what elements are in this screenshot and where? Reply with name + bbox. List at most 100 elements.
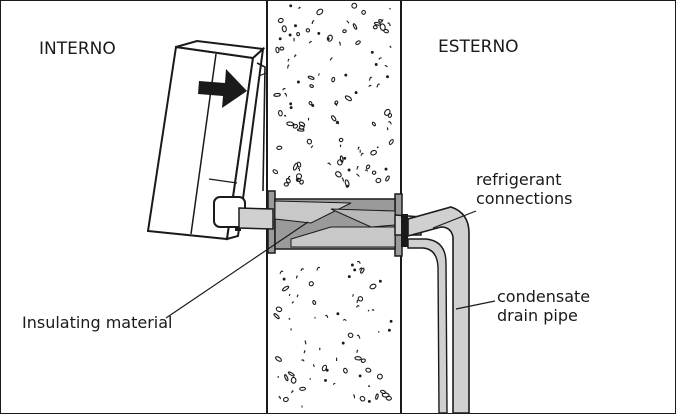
- aggregate-speck: [355, 40, 361, 46]
- aggregate-speck: [312, 300, 317, 305]
- label-refrigerant-connections: refrigerant connections: [476, 170, 573, 208]
- aggregate-speck: [339, 144, 342, 148]
- aggregate-speck: [359, 395, 366, 402]
- aggregate-speck: [379, 23, 386, 31]
- aggregate-speck: [279, 46, 285, 51]
- aggregate-speck: [387, 328, 391, 332]
- aggregate-speck: [276, 145, 283, 150]
- aggregate-speck: [294, 54, 297, 58]
- aggregate-speck: [365, 169, 369, 172]
- leader-refrigerant: [432, 210, 477, 229]
- aggregate-speck: [298, 6, 301, 10]
- aggregate-speck: [279, 270, 284, 274]
- aggregate-speck: [355, 305, 360, 308]
- aggregate-speck: [376, 373, 383, 380]
- aggregate-speck: [308, 281, 314, 287]
- aggregate-speck: [386, 75, 389, 79]
- aggregate-speck: [277, 375, 280, 378]
- aggregate-speck: [295, 275, 298, 279]
- aggregate-speck: [275, 356, 282, 362]
- aggregate-speck: [282, 396, 289, 403]
- aggregate-speck: [308, 40, 312, 44]
- aggregate-speck: [297, 167, 301, 172]
- aggregate-speck: [342, 29, 347, 34]
- arrow-right-icon: [198, 69, 247, 108]
- aggregate-speck: [300, 268, 305, 272]
- aggregate-speck: [287, 64, 290, 69]
- aggregate-speck: [306, 138, 313, 145]
- aggregate-speck: [346, 20, 350, 24]
- aggregate-speck: [385, 175, 390, 182]
- aggregate-speck: [384, 167, 388, 171]
- aggregate-speck: [388, 121, 392, 125]
- aggregate-speck: [371, 170, 377, 175]
- aggregate-speck: [284, 92, 288, 97]
- aggregate-speck: [356, 260, 361, 264]
- aggregate-speck: [288, 33, 292, 37]
- aggregate-speck: [289, 102, 293, 106]
- aggregate-speck: [344, 95, 353, 102]
- aggregate-speck: [289, 106, 293, 110]
- aggregate-speck: [367, 309, 370, 312]
- aggregate-speck: [375, 393, 379, 400]
- aggregate-speck: [384, 65, 388, 68]
- aggregate-speck: [309, 84, 314, 88]
- aggregate-speck: [371, 309, 375, 311]
- aggregate-speck: [291, 390, 294, 394]
- aggregate-speck: [341, 177, 345, 182]
- aggregate-speck: [352, 394, 356, 399]
- aggregate-speck: [344, 179, 350, 188]
- wall-sleeve: [238, 190, 422, 257]
- indoor-unit-clip: [235, 227, 241, 231]
- aggregate-speck: [298, 124, 305, 130]
- aggregate-speck: [335, 171, 342, 178]
- aggregate-speck: [292, 123, 299, 129]
- label-condensate-line-2: drain pipe: [497, 306, 578, 325]
- aggregate-speck: [282, 87, 286, 91]
- aggregate-speck: [289, 4, 293, 8]
- condensate-drain-pipe: [407, 238, 448, 413]
- aggregate-speck: [354, 91, 358, 95]
- aggregate-speck: [273, 313, 280, 320]
- aggregate-speck: [370, 50, 374, 54]
- aggregate-speck: [347, 275, 351, 279]
- aggregate-speck: [365, 164, 371, 170]
- aggregate-speck: [376, 146, 379, 149]
- label-refrigerant-line-1: refrigerant: [476, 170, 562, 189]
- aggregate-speck: [275, 306, 283, 313]
- aggregate-speck: [317, 31, 321, 35]
- aggregate-speck: [376, 83, 381, 88]
- aggregate-speck: [338, 41, 341, 46]
- aggregate-speck: [287, 58, 290, 62]
- aggregate-speck: [342, 318, 347, 322]
- aggregate-speck: [296, 161, 302, 168]
- label-inside: INTERNO: [39, 39, 116, 59]
- aggregate-speck: [303, 350, 306, 354]
- aggregate-speck: [377, 330, 380, 333]
- leader-condensate: [455, 300, 496, 310]
- aggregate-speck: [352, 293, 354, 297]
- aggregate-speck: [344, 73, 348, 77]
- aggregate-speck: [347, 332, 354, 338]
- aggregate-speck: [278, 109, 283, 117]
- aggregate-speck: [305, 28, 311, 33]
- aggregate-speck: [312, 363, 315, 368]
- aggregate-speck: [389, 45, 392, 48]
- aggregate-speck: [358, 374, 362, 378]
- aggregate-speck: [388, 139, 394, 145]
- aggregate-speck: [354, 356, 362, 361]
- aggregate-speck: [378, 57, 382, 60]
- aggregate-speck: [352, 23, 358, 30]
- label-insulating-material: Insulating material: [22, 313, 173, 332]
- aggregate-speck: [343, 367, 348, 374]
- aggregate-speck: [295, 178, 299, 182]
- aggregate-speck: [310, 145, 314, 149]
- aggregate-speck: [372, 25, 378, 30]
- aggregate-speck: [375, 177, 382, 184]
- wall-aggregate-texture: [272, 2, 394, 408]
- aggregate-speck: [381, 19, 384, 22]
- aggregate-speck: [325, 314, 329, 318]
- aggregate-speck: [350, 263, 354, 267]
